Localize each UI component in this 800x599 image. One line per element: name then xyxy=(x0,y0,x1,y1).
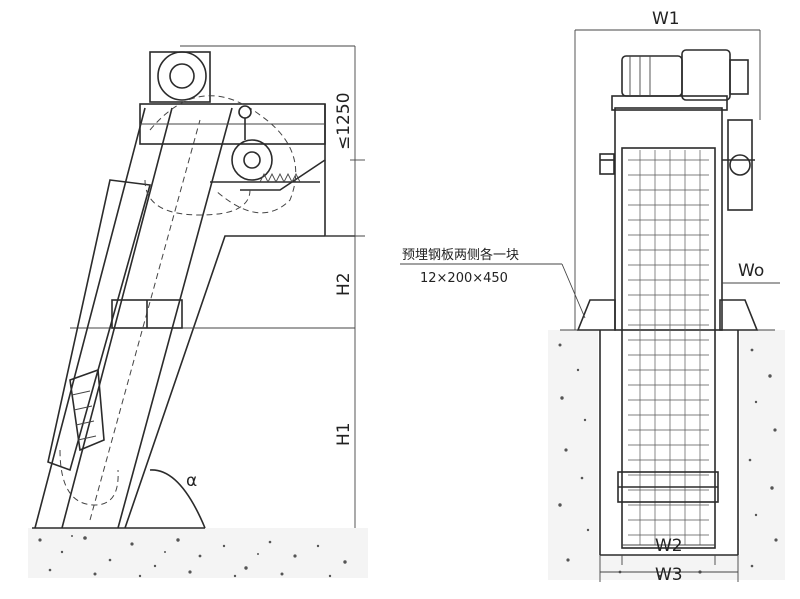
drive-head xyxy=(139,51,326,216)
top-clearance-label: ≤1250 xyxy=(334,92,354,150)
note-line-1: 预埋钢板两侧各一块 xyxy=(402,247,519,263)
w3-label: W3 xyxy=(655,565,683,585)
w1-label: W1 xyxy=(652,9,680,29)
side-view: ≤1250 H2 H1 α xyxy=(28,45,368,578)
drive-motor xyxy=(599,49,755,211)
w0-label: Wo xyxy=(738,261,764,281)
front-dimensions: W1 Wo W2 W3 xyxy=(574,9,780,585)
note-line-2: 12×200×450 xyxy=(420,271,508,286)
screen-body xyxy=(614,107,723,549)
ground-hatch-right xyxy=(548,330,785,580)
channel-profile xyxy=(124,235,355,529)
w2-label: W2 xyxy=(655,536,683,556)
h1-label: H1 xyxy=(334,422,354,446)
front-view: W1 Wo W2 W3 预埋钢板两侧各一块 12×200×450 xyxy=(400,9,785,585)
embedded-plate-note: 预埋钢板两侧各一块 12×200×450 xyxy=(400,247,586,319)
h2-label: H2 xyxy=(334,272,354,296)
angle-alpha-label: α xyxy=(186,471,197,491)
screen-frame xyxy=(34,107,233,529)
side-dimensions: ≤1250 H2 H1 α xyxy=(180,45,365,528)
ground-hatch-left xyxy=(28,528,368,578)
